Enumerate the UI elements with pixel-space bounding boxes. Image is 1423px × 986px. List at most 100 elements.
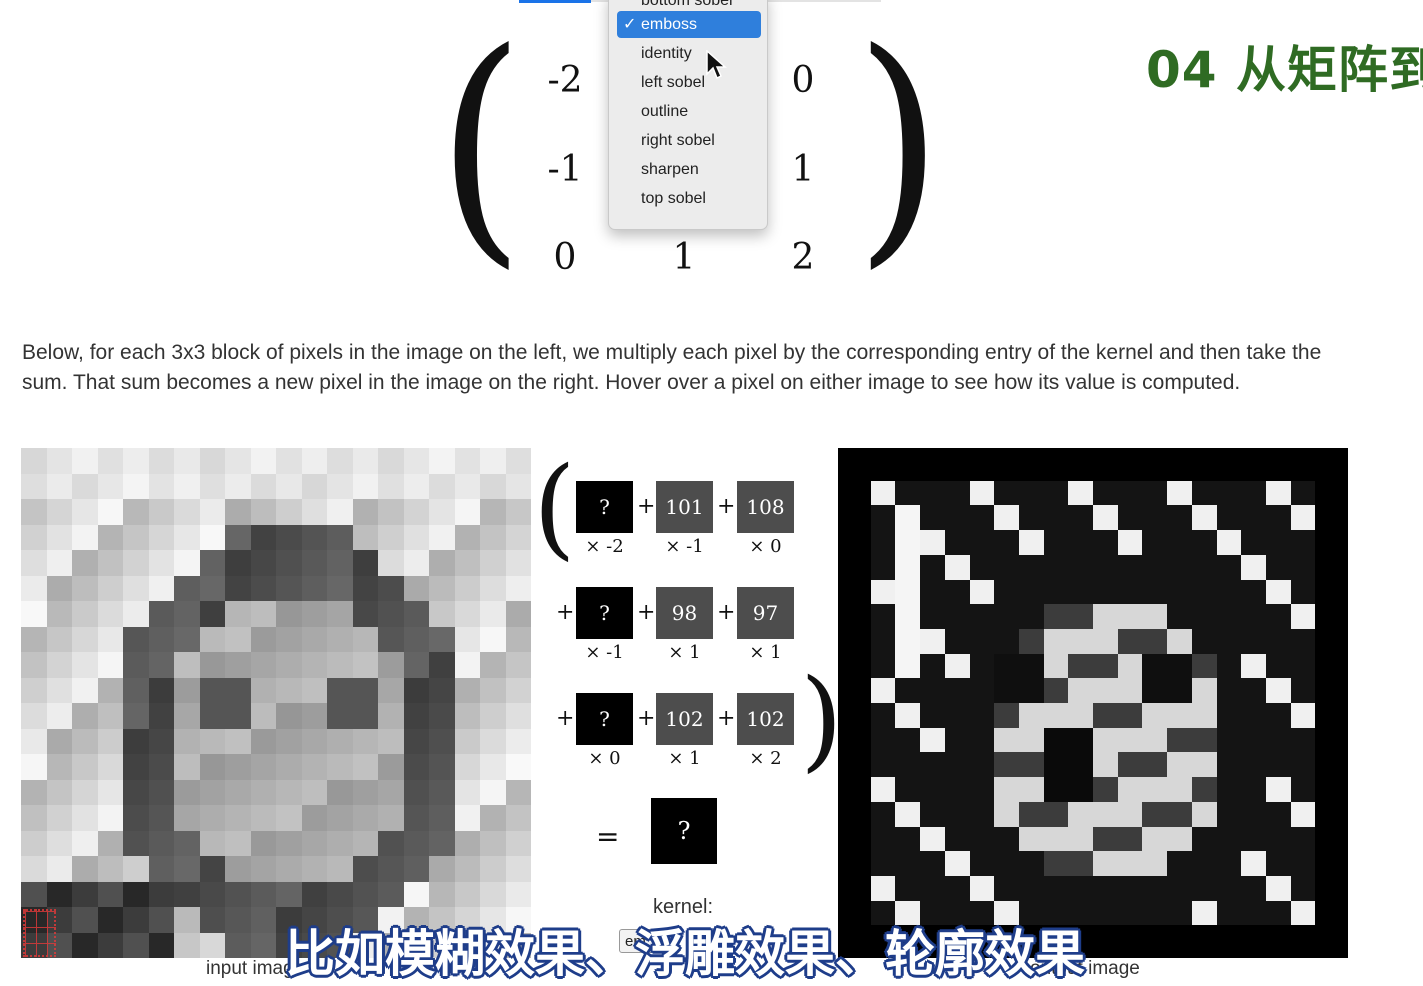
output-pixel[interactable] <box>1191 554 1217 580</box>
output-pixel[interactable] <box>1315 604 1340 629</box>
input-pixel[interactable] <box>505 448 531 474</box>
output-pixel[interactable] <box>1241 703 1266 728</box>
input-pixel[interactable] <box>454 601 480 627</box>
output-pixel[interactable] <box>1093 678 1118 703</box>
output-pixel[interactable] <box>1068 925 1093 950</box>
output-pixel[interactable] <box>1043 628 1069 654</box>
input-pixel[interactable] <box>199 703 225 729</box>
input-pixel[interactable] <box>352 499 378 525</box>
input-pixel[interactable] <box>174 754 200 780</box>
output-pixel[interactable] <box>1191 703 1217 728</box>
input-pixel[interactable] <box>199 524 225 550</box>
input-pixel[interactable] <box>174 575 200 601</box>
output-pixel[interactable] <box>1117 530 1143 555</box>
output-pixel[interactable] <box>920 752 945 778</box>
output-pixel[interactable] <box>1093 801 1118 827</box>
output-pixel[interactable] <box>994 530 1019 555</box>
output-pixel[interactable] <box>944 777 970 802</box>
output-pixel[interactable] <box>1093 777 1118 802</box>
input-pixel[interactable] <box>480 473 506 499</box>
output-pixel[interactable] <box>1018 456 1044 481</box>
output-pixel[interactable] <box>1290 925 1316 950</box>
input-pixel[interactable] <box>123 907 149 933</box>
output-pixel[interactable] <box>1191 530 1217 555</box>
input-pixel[interactable] <box>148 677 174 703</box>
output-pixel[interactable] <box>969 505 995 531</box>
output-pixel[interactable] <box>1191 628 1217 654</box>
input-pixel[interactable] <box>72 601 98 627</box>
input-pixel[interactable] <box>429 779 455 805</box>
output-pixel[interactable] <box>1043 653 1069 679</box>
output-pixel[interactable] <box>1043 851 1069 876</box>
menu-item-top-sobel[interactable]: top sobel <box>641 190 706 207</box>
output-pixel[interactable] <box>1142 554 1168 580</box>
input-pixel[interactable] <box>174 677 200 703</box>
output-pixel[interactable] <box>920 579 945 605</box>
output-pixel[interactable] <box>1117 777 1143 802</box>
input-pixel[interactable] <box>505 932 531 958</box>
output-pixel[interactable] <box>994 777 1019 802</box>
input-pixel[interactable] <box>403 473 429 499</box>
input-pixel[interactable] <box>276 932 302 958</box>
input-pixel[interactable] <box>276 601 302 627</box>
output-pixel[interactable] <box>1265 579 1291 605</box>
output-pixel[interactable] <box>870 653 896 679</box>
input-pixel[interactable] <box>97 728 123 754</box>
input-pixel[interactable] <box>46 856 72 882</box>
output-pixel[interactable] <box>969 900 995 926</box>
output-pixel[interactable] <box>1068 801 1093 827</box>
output-pixel[interactable] <box>895 727 921 753</box>
output-pixel[interactable] <box>1290 851 1316 876</box>
output-pixel[interactable] <box>1191 604 1217 629</box>
input-pixel[interactable] <box>454 524 480 550</box>
input-pixel[interactable] <box>301 652 327 678</box>
output-pixel[interactable] <box>895 604 921 629</box>
input-pixel[interactable] <box>174 652 200 678</box>
input-pixel[interactable] <box>378 728 404 754</box>
input-pixel[interactable] <box>46 881 72 907</box>
output-pixel[interactable] <box>1093 628 1118 654</box>
output-pixel[interactable] <box>1290 628 1316 654</box>
input-pixel[interactable] <box>276 728 302 754</box>
input-pixel[interactable] <box>352 856 378 882</box>
output-pixel[interactable] <box>1043 777 1069 802</box>
output-pixel[interactable] <box>1241 925 1266 950</box>
input-pixel[interactable] <box>250 907 276 933</box>
output-pixel[interactable] <box>1142 505 1168 531</box>
input-pixel[interactable] <box>199 856 225 882</box>
output-pixel[interactable] <box>1068 579 1093 605</box>
output-pixel[interactable] <box>1142 851 1168 876</box>
input-pixel[interactable] <box>148 830 174 856</box>
input-pixel[interactable] <box>72 805 98 831</box>
output-pixel[interactable] <box>1018 604 1044 629</box>
output-pixel[interactable] <box>944 900 970 926</box>
input-pixel[interactable] <box>454 473 480 499</box>
output-pixel[interactable] <box>1241 554 1266 580</box>
output-pixel[interactable] <box>1167 604 1192 629</box>
output-pixel[interactable] <box>1117 900 1143 926</box>
input-pixel[interactable] <box>301 805 327 831</box>
input-pixel[interactable] <box>429 932 455 958</box>
output-pixel[interactable] <box>1018 925 1044 950</box>
output-pixel[interactable] <box>1117 826 1143 852</box>
output-pixel[interactable] <box>1241 752 1266 778</box>
output-pixel[interactable] <box>920 554 945 580</box>
menu-item-sharpen[interactable]: sharpen <box>641 161 699 178</box>
input-pixel[interactable] <box>72 779 98 805</box>
output-pixel[interactable] <box>846 628 871 654</box>
output-pixel[interactable] <box>870 579 896 605</box>
input-pixel[interactable] <box>505 601 531 627</box>
output-pixel[interactable] <box>1265 703 1291 728</box>
input-pixel[interactable] <box>199 601 225 627</box>
output-pixel[interactable] <box>1216 480 1242 506</box>
input-pixel[interactable] <box>454 626 480 652</box>
input-pixel[interactable] <box>72 499 98 525</box>
input-pixel[interactable] <box>378 779 404 805</box>
output-pixel[interactable] <box>1142 900 1168 926</box>
output-pixel[interactable] <box>870 678 896 703</box>
output-pixel[interactable] <box>969 703 995 728</box>
output-pixel[interactable] <box>1167 925 1192 950</box>
input-pixel[interactable] <box>123 754 149 780</box>
output-pixel[interactable] <box>1018 505 1044 531</box>
input-pixel[interactable] <box>123 550 149 576</box>
